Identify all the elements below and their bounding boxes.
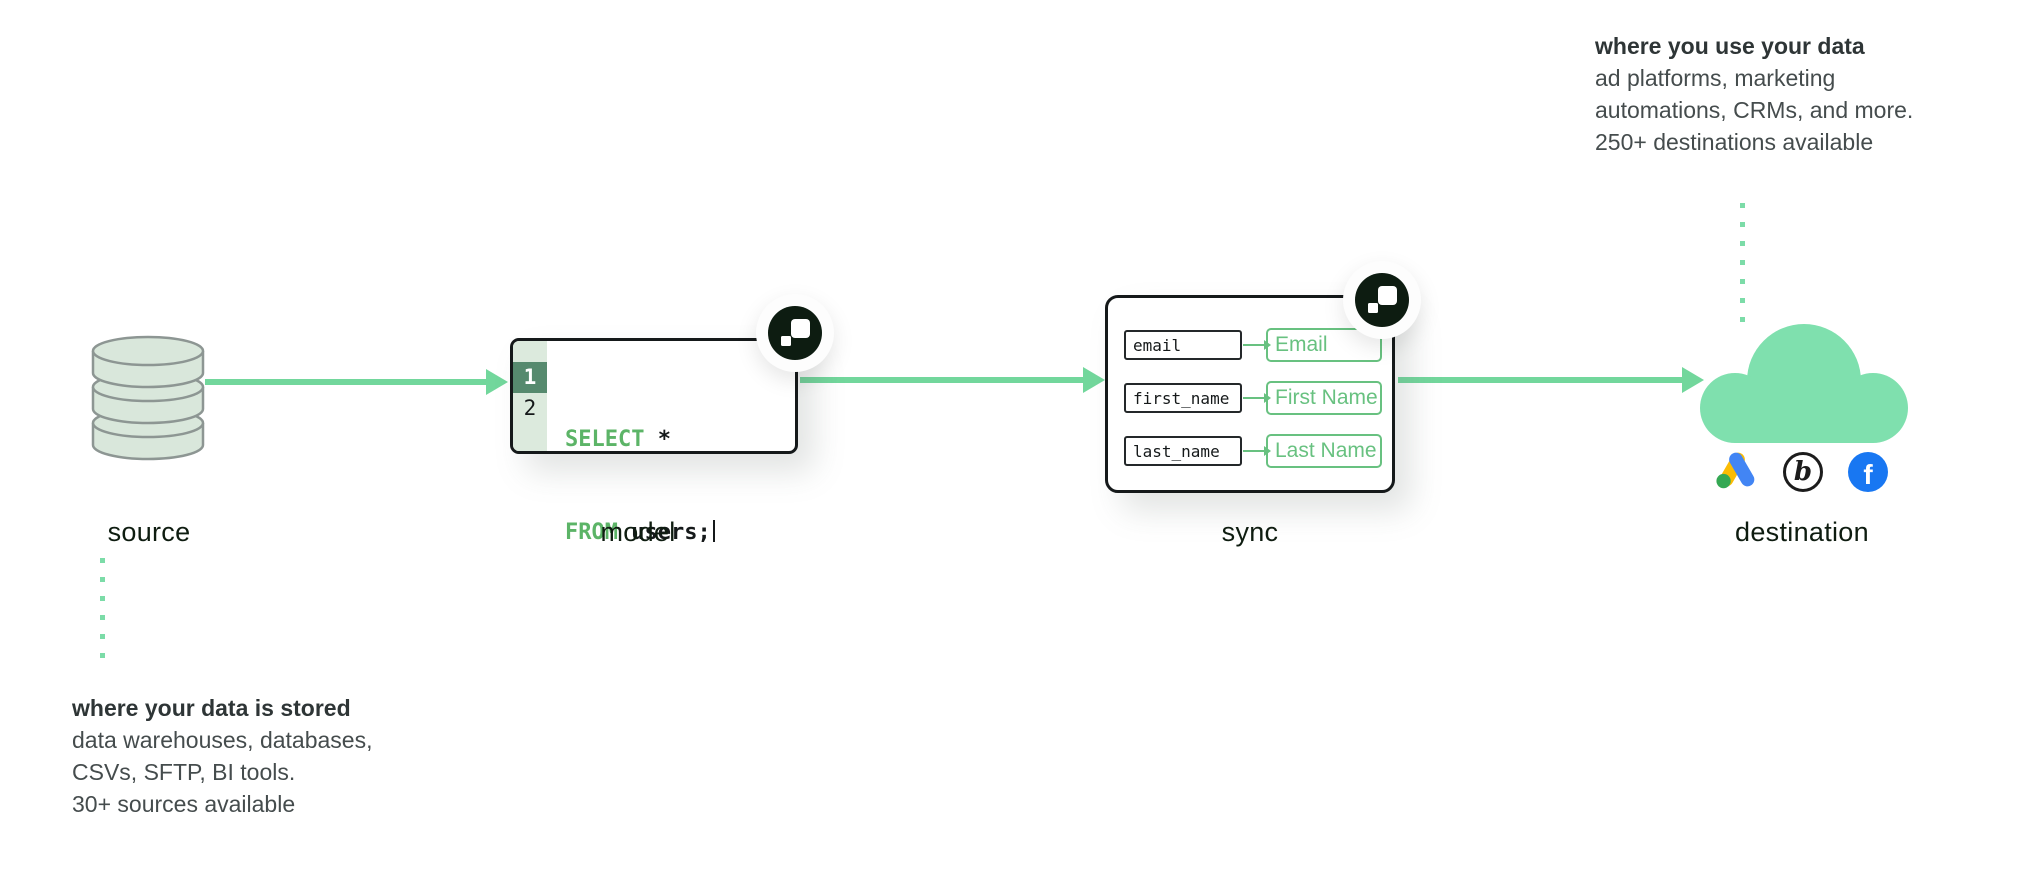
source-note-line: CSVs, SFTP, BI tools.: [72, 759, 296, 785]
sync-mapping-box: email Email first_name First Name last_n…: [1105, 295, 1395, 493]
source-field: last_name: [1124, 436, 1242, 466]
dot: [1740, 298, 1745, 303]
dot: [100, 615, 105, 620]
dot: [1740, 317, 1745, 322]
mapping-arrow-icon: [1243, 340, 1271, 350]
cloud-icon: [1700, 323, 1908, 448]
dot: [1740, 279, 1745, 284]
code-line: FROM users;: [565, 517, 715, 548]
facebook-icon: f: [1848, 452, 1888, 492]
dot: [100, 653, 105, 658]
arrow-source-to-model: [205, 369, 508, 395]
line-number: 2: [523, 396, 537, 420]
mapping-arrow-icon: [1243, 446, 1271, 456]
code-line-number-gutter: 1 2: [513, 341, 547, 451]
code-line: SELECT *: [565, 424, 715, 455]
arrow-model-to-sync: [800, 367, 1105, 393]
arrow-head: [1083, 367, 1105, 393]
destination-dotted-connector: [1740, 203, 1745, 322]
destination-note-heading: where you use your data: [1595, 33, 1865, 59]
stage-label-destination: destination: [1735, 517, 1869, 547]
text-cursor: [712, 520, 715, 542]
arrow-head: [486, 369, 508, 395]
dot: [1740, 222, 1745, 227]
dot: [100, 634, 105, 639]
hightouch-logo-icon: [1355, 273, 1409, 327]
arrow-sync-to-destination: [1398, 367, 1704, 393]
dot: [100, 577, 105, 582]
source-dotted-connector: [100, 558, 105, 658]
source-note-line: data warehouses, databases,: [72, 727, 373, 753]
mapping-row: first_name First Name: [1124, 381, 1392, 415]
database-icon: [88, 335, 208, 466]
sql-keyword: SELECT: [565, 427, 645, 452]
hightouch-logo-icon: [768, 306, 822, 360]
destination-field: Last Name: [1266, 434, 1382, 468]
destination-app-icons: b f: [1716, 450, 1888, 494]
destination-note-line: ad platforms, marketing: [1595, 65, 1836, 91]
sql-keyword: FROM: [565, 520, 618, 545]
source-note-heading: where your data is stored: [72, 695, 351, 721]
line-number: 1: [513, 362, 547, 393]
mapping-row: email Email: [1124, 328, 1392, 362]
source-field: email: [1124, 330, 1242, 360]
hightouch-logo-badge: [1343, 261, 1421, 339]
arrow-head: [1682, 367, 1704, 393]
dot: [100, 596, 105, 601]
mapping-arrow-icon: [1243, 393, 1271, 403]
model-code-box: 1 2 SELECT * FROM users;: [510, 338, 798, 545]
destination-field: First Name: [1266, 381, 1382, 415]
sql-code: SELECT * FROM users;: [565, 362, 715, 610]
destination-note-line: 250+ destinations available: [1595, 129, 1874, 155]
sql-text: users;: [617, 520, 711, 545]
dot: [1740, 260, 1745, 265]
sql-text: *: [644, 427, 671, 452]
source-note-line: 30+ sources available: [72, 791, 296, 817]
mapping-row: last_name Last Name: [1124, 434, 1392, 468]
arrow-shaft: [205, 379, 486, 385]
destination-note: where you use your data ad platforms, ma…: [1595, 30, 1913, 158]
stage-label-source: source: [107, 517, 191, 547]
hightouch-logo-badge: [756, 294, 834, 372]
arrow-shaft: [1398, 377, 1682, 383]
b-script-logo-icon: b: [1783, 452, 1823, 492]
destination-note-line: automations, CRMs, and more.: [1595, 97, 1914, 123]
source-field: first_name: [1124, 383, 1242, 413]
dot: [100, 558, 105, 563]
dot: [1740, 241, 1745, 246]
arrow-shaft: [800, 377, 1083, 383]
dot: [1740, 203, 1745, 208]
google-ads-icon: [1716, 450, 1758, 494]
stage-label-sync: sync: [1221, 517, 1279, 547]
source-note: where your data is stored data warehouse…: [72, 692, 372, 820]
stage-label-model: model: [600, 517, 676, 547]
